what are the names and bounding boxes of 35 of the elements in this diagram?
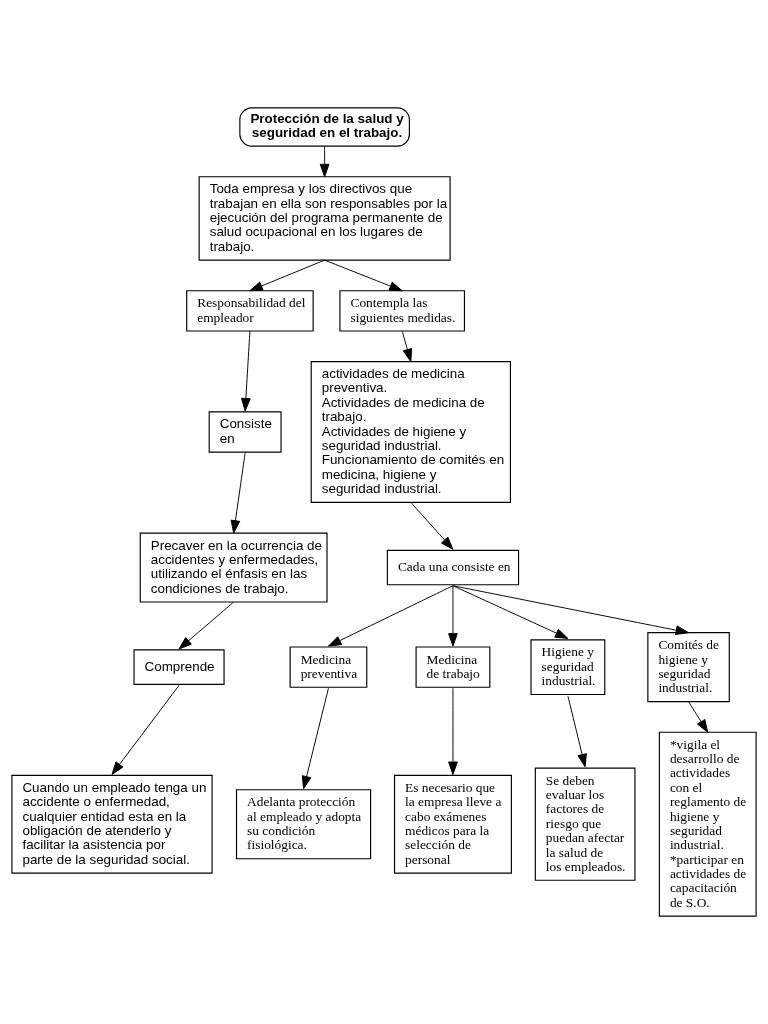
node-box: Cuando un empleado tenga un accidente o enfermedad, cualquier entidad esta en la obligación de atenderlo y facilitar la asistencia por parte de la seguridad social.	[11, 774, 213, 874]
arrow	[401, 330, 413, 363]
node-box: *vigila el desarrollo de actividades con el reglamento de higiene y seguridad industrial. *participar en actividades de capacitación de S.O.	[658, 731, 757, 917]
node-box: Protección de la salud y seguridad en el trabajo.	[239, 107, 410, 147]
arrow	[327, 585, 454, 647]
node-box: Medicina de trabajo	[415, 646, 491, 688]
arrow	[448, 687, 458, 775]
arrow	[448, 585, 458, 647]
arrow	[111, 684, 180, 775]
arrow	[249, 259, 326, 292]
node-box: Comprende	[133, 649, 225, 685]
node-box: Comités de higiene y seguridad industrial.	[647, 632, 730, 703]
node-box: Responsabilidad del empleador	[186, 290, 314, 332]
arrow	[319, 145, 330, 178]
node-box: Cada una consiste en	[386, 549, 520, 586]
node-box: actividades de medicina preventiva. Actividades de medicina de trabajo. Actividades de higiene y seguridad industrial. Funcionamiento de comités en medicina, higiene y seguridad industrial.	[310, 361, 511, 503]
arrow	[452, 585, 569, 639]
node-box: Es necesario que la empresa lleve a cabo exámenes médicos para la selección de personal	[393, 774, 512, 874]
node-box: Adelanta protección al empleado y adopta su condición fisiológica.	[235, 789, 372, 860]
arrow	[688, 701, 709, 733]
arrow	[567, 695, 587, 768]
node-box: Medicina preventiva	[289, 646, 368, 688]
node-box: Higiene y seguridad industrial.	[530, 639, 606, 696]
node-box: Precaver en la ocurrencia de accidentes y enfermedades, utilizando el énfasis en las condiciones de trabajo.	[139, 532, 328, 603]
arrow	[410, 501, 454, 550]
node-box: Se deben evaluar los factores de riesgo que puedan afectar la salud de los empleados.	[534, 767, 636, 881]
arrow	[301, 687, 329, 790]
arrow	[452, 585, 690, 635]
arrow	[178, 601, 235, 650]
arrow	[324, 259, 403, 292]
node-box: Contempla las siguientes medidas.	[339, 290, 466, 332]
node-box: Consiste en	[208, 411, 282, 453]
arrow	[230, 452, 246, 534]
arrow	[241, 330, 251, 412]
node-box: Toda empresa y los directivos que trabajan en ella son responsables por la ejecución del programa permanente de salud ocupacional en los lugares de trabajo.	[198, 176, 451, 261]
